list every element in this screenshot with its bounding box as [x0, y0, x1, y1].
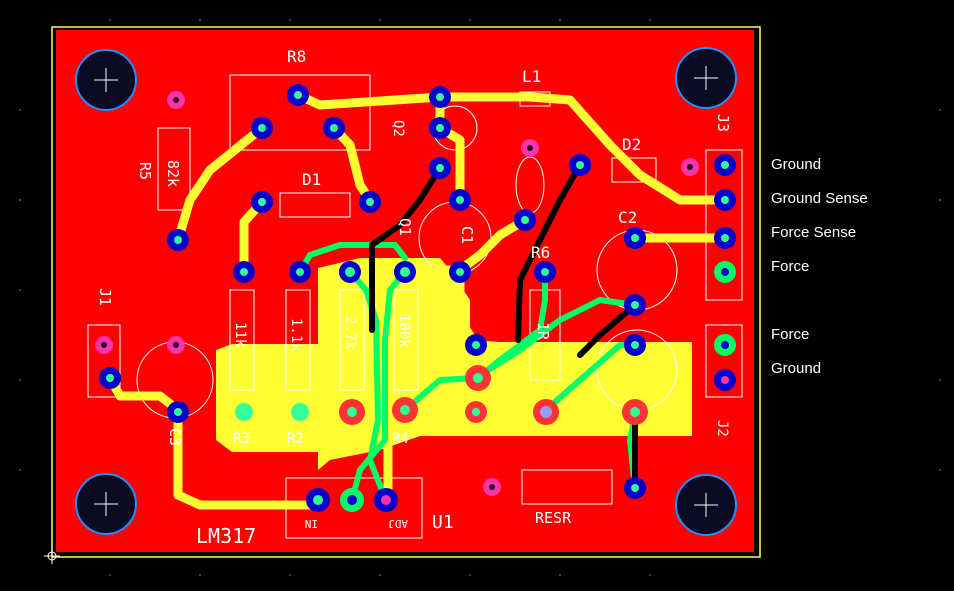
pad — [291, 403, 309, 421]
ref-d2: D2 — [622, 135, 641, 154]
value-r5: 82k — [164, 160, 182, 187]
pad — [374, 488, 398, 512]
mount-hole — [675, 47, 737, 109]
ref-c3: C3 — [166, 428, 184, 446]
pad — [429, 157, 451, 179]
pad — [429, 86, 451, 108]
pad — [465, 401, 487, 423]
pad — [714, 189, 736, 211]
pad — [429, 117, 451, 139]
via — [681, 158, 699, 176]
ref-c1: C1 — [458, 226, 476, 244]
pad — [394, 261, 416, 283]
pad — [714, 369, 736, 391]
pad — [167, 229, 189, 251]
pad — [714, 261, 736, 283]
pad — [533, 399, 559, 425]
value-r4: 100k — [396, 314, 412, 348]
via — [95, 336, 113, 354]
net-label: Force — [771, 258, 810, 275]
pad — [340, 488, 364, 512]
net-label: Force — [771, 326, 810, 343]
pad — [714, 227, 736, 249]
ref-j2: J2 — [714, 420, 730, 437]
pad — [99, 367, 121, 389]
ref-r5: R5 — [136, 162, 154, 180]
pad — [235, 403, 253, 421]
pad — [624, 477, 646, 499]
pad — [359, 191, 381, 213]
via — [521, 139, 539, 157]
vias — [95, 91, 699, 496]
pad — [622, 399, 648, 425]
net-label: Ground — [771, 156, 822, 173]
pad — [569, 154, 591, 176]
pad — [251, 117, 273, 139]
ref-r8: R8 — [287, 47, 306, 66]
pad — [514, 209, 536, 231]
via — [167, 336, 185, 354]
mount-hole — [75, 49, 137, 111]
net-label: Force Sense — [771, 224, 857, 241]
pad — [534, 261, 556, 283]
yellow-pour-region — [216, 258, 692, 470]
ref-q1: Q1 — [396, 218, 414, 236]
ref-r2: R2 — [287, 431, 304, 447]
pad — [714, 334, 736, 356]
net-label: Ground — [771, 360, 822, 377]
board-outline — [51, 26, 761, 558]
pad — [289, 261, 311, 283]
pad — [714, 154, 736, 176]
pad — [306, 488, 330, 512]
pad — [323, 117, 345, 139]
traces-black — [369, 162, 638, 491]
origin-marker — [44, 548, 60, 564]
mount-hole — [675, 474, 737, 536]
pad — [624, 334, 646, 356]
pad — [233, 261, 255, 283]
ref-j3: J3 — [714, 114, 732, 132]
ref-r3: R3 — [233, 431, 250, 447]
mount-hole — [75, 473, 137, 535]
pad — [339, 399, 365, 425]
ref-r6: R6 — [531, 243, 550, 262]
via — [167, 91, 185, 109]
label-lm317: LM317 — [196, 524, 256, 548]
via — [483, 478, 501, 496]
ref-j1: J1 — [96, 288, 114, 306]
ref-c2: C2 — [618, 208, 637, 227]
pad — [624, 294, 646, 316]
silkscreen-text: R8 R5 82k Q2 L1 D2 D1 J3 C2 Q1 R6 C1 1R … — [96, 47, 732, 548]
ref-q2: Q2 — [390, 120, 406, 137]
ref-u1: U1 — [432, 512, 454, 533]
pad — [465, 365, 491, 391]
pad — [392, 397, 418, 423]
value-r1: 2.7k — [342, 316, 358, 350]
pad — [449, 261, 471, 283]
ref-r4: R4 — [392, 431, 409, 447]
ref-l1: L1 — [522, 67, 541, 86]
pad — [624, 227, 646, 249]
value-r3: 11k — [232, 322, 248, 348]
pads — [99, 84, 736, 512]
pad — [167, 401, 189, 423]
pad — [339, 261, 361, 283]
ref-d1: D1 — [302, 170, 321, 189]
value-r6: 1R — [534, 322, 552, 341]
pad — [465, 334, 487, 356]
u1-pin-in: IN — [305, 517, 318, 530]
pad — [251, 191, 273, 213]
u1-pin-adj: ADJ — [388, 517, 408, 530]
pad — [449, 189, 471, 211]
grid-dots — [19, 19, 941, 576]
label-resr: RESR — [535, 509, 572, 527]
value-r2: 1.1k — [288, 318, 304, 352]
pad — [287, 84, 309, 106]
net-label: Ground Sense — [771, 190, 868, 207]
